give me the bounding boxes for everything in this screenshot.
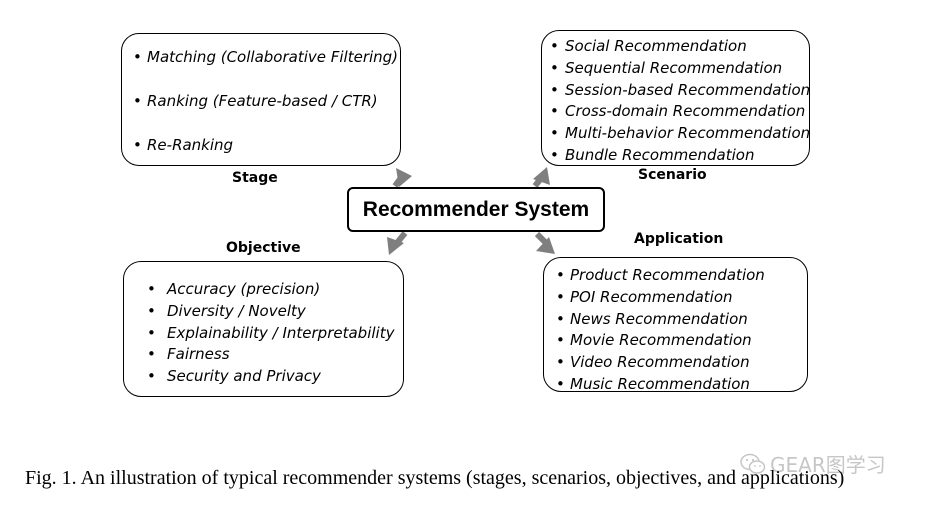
- stage-list: Matching (Collaborative Filtering) Ranki…: [122, 34, 400, 156]
- application-box: Product Recommendation POI Recommendatio…: [543, 257, 808, 396]
- scenario-list: Social Recommendation Sequential Recomme…: [542, 31, 810, 167]
- stage-box: Matching (Collaborative Filtering) Ranki…: [121, 33, 401, 166]
- scenario-label: Scenario: [638, 167, 707, 183]
- scenario-item-social: Social Recommendation: [550, 36, 809, 58]
- objective-item-diversity: Diversity / Novelty: [147, 301, 403, 323]
- application-list: Product Recommendation POI Recommendatio…: [544, 258, 807, 396]
- stage-item-reranking: Re-Ranking: [133, 134, 400, 156]
- application-label: Application: [634, 231, 724, 247]
- watermark-text: GEAR图学习: [770, 453, 886, 477]
- objective-item-accuracy: Accuracy (precision): [147, 279, 403, 301]
- arrow-to-application: [534, 231, 555, 254]
- center-title: Recommender System: [362, 197, 590, 221]
- objective-list: Accuracy (precision) Diversity / Novelty…: [124, 262, 403, 388]
- objective-item-explainability: Explainability / Interpretability: [147, 323, 403, 345]
- application-item-poi: POI Recommendation: [556, 287, 807, 309]
- scenario-item-cross-domain: Cross-domain Recommendation: [550, 101, 809, 123]
- watermark: GEAR图学习: [740, 449, 886, 478]
- arrow-to-scenario: [532, 167, 550, 188]
- arrow-to-stage: [392, 168, 412, 188]
- application-item-video: Video Recommendation: [556, 352, 807, 374]
- objective-label: Objective: [226, 240, 301, 256]
- objective-item-fairness: Fairness: [147, 344, 403, 366]
- application-item-news: News Recommendation: [556, 309, 807, 331]
- figure-caption: Fig. 1. An illustration of typical recom…: [25, 467, 845, 489]
- application-item-movie: Movie Recommendation: [556, 330, 807, 352]
- objective-box: Accuracy (precision) Diversity / Novelty…: [123, 261, 404, 397]
- scenario-item-bundle: Bundle Recommendation: [550, 145, 809, 167]
- arrow-to-objective: [387, 231, 408, 255]
- application-item-product: Product Recommendation: [556, 265, 807, 287]
- scenario-item-sequential: Sequential Recommendation: [550, 58, 809, 80]
- scenario-item-multi-behavior: Multi-behavior Recommendation: [550, 123, 810, 145]
- stage-label: Stage: [232, 170, 278, 186]
- stage-item-ranking: Ranking (Feature-based / CTR): [133, 90, 400, 112]
- recommender-system-box: Recommender System: [347, 187, 605, 232]
- scenario-box: Social Recommendation Sequential Recomme…: [541, 30, 810, 167]
- application-item-music: Music Recommendation: [556, 374, 807, 396]
- wechat-icon: [740, 453, 766, 474]
- scenario-item-session: Session-based Recommendation: [550, 80, 810, 102]
- stage-item-matching: Matching (Collaborative Filtering): [133, 46, 400, 68]
- objective-item-security: Security and Privacy: [147, 366, 403, 388]
